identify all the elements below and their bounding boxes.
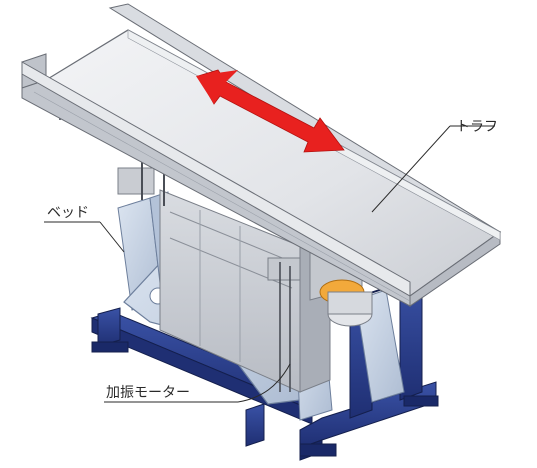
label-vibration-motor: 加振モーター: [106, 385, 190, 401]
leader-line-motor-curve: [237, 363, 291, 403]
vibration-motor: [319, 279, 373, 327]
label-bed: ベッド: [47, 205, 89, 221]
label-trough: トラフ: [456, 119, 498, 135]
leader-lines: [44, 125, 495, 403]
leader-line-trough: [371, 125, 451, 213]
vibration-direction-arrow: [196, 69, 345, 153]
leader-line-bed-diag: [99, 221, 125, 253]
